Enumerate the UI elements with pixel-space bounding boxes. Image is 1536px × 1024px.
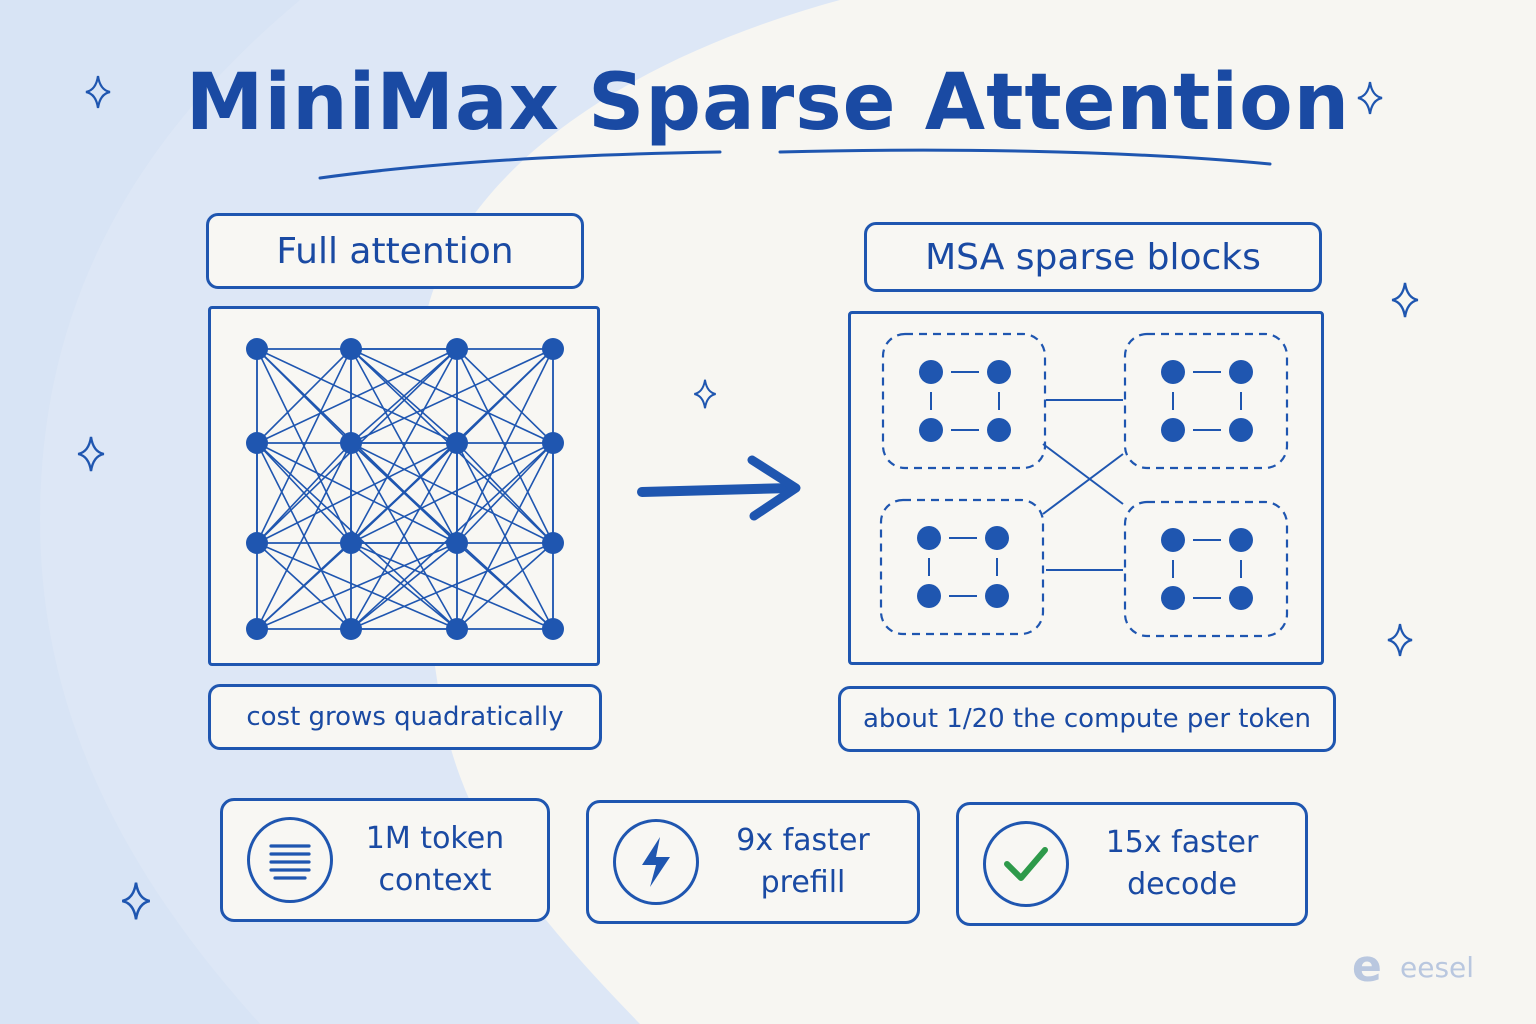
token-node	[542, 432, 564, 454]
token-node	[446, 618, 468, 640]
full-attention-panel	[208, 306, 600, 666]
attention-edge	[256, 542, 458, 630]
attention-edge	[350, 348, 554, 444]
full-attention-graph	[246, 338, 564, 640]
attention-edge	[256, 442, 352, 544]
token-node	[987, 418, 1011, 442]
token-node	[919, 418, 943, 442]
token-node	[340, 618, 362, 640]
arrow-right-icon	[637, 455, 801, 521]
feature-prefill-text: 9x faster prefill	[699, 820, 917, 904]
feature-context-line2: context	[378, 863, 492, 898]
full-attention-caption-text: cost grows quadratically	[246, 702, 564, 732]
msa-sparse-blocks-label-text: MSA sparse blocks	[925, 236, 1261, 278]
token-node	[919, 360, 943, 384]
token-node	[985, 584, 1009, 608]
token-node	[246, 432, 268, 454]
sparkle-icon	[694, 379, 716, 409]
token-node	[542, 618, 564, 640]
token-node	[1161, 528, 1185, 552]
token-node	[917, 584, 941, 608]
attention-edge	[256, 348, 458, 444]
full-attention-caption: cost grows quadratically	[208, 684, 602, 750]
attention-edge	[256, 348, 352, 544]
block-link-diag-b	[1042, 453, 1124, 515]
token-node	[1161, 418, 1185, 442]
msa-sparse-graph	[879, 332, 1289, 638]
feature-prefill-line1: 9x faster	[736, 823, 870, 858]
msa-sparse-caption: about 1/20 the compute per token	[838, 686, 1336, 752]
sparse-block	[1123, 500, 1289, 638]
token-node	[246, 338, 268, 360]
token-node	[446, 532, 468, 554]
full-attention-label-text: Full attention	[276, 230, 514, 272]
sparse-block	[879, 498, 1045, 636]
token-node	[985, 526, 1009, 550]
token-node	[1229, 418, 1253, 442]
token-node	[1229, 360, 1253, 384]
feature-card-prefill: 9x faster prefill	[586, 800, 920, 924]
token-node	[340, 432, 362, 454]
attention-edge	[350, 542, 458, 630]
attention-edge	[350, 348, 458, 444]
brand-name: eesel	[1400, 950, 1475, 984]
attention-edge	[256, 442, 352, 630]
token-node	[340, 532, 362, 554]
attention-edge	[456, 542, 554, 630]
attention-edge	[350, 348, 458, 544]
sparse-block	[881, 332, 1047, 470]
full-attention-label: Full attention	[206, 213, 584, 289]
lightning-icon	[613, 819, 699, 905]
feature-decode-text: 15x faster decode	[1069, 822, 1305, 906]
attention-edge	[350, 542, 554, 630]
brand-mark: e	[1352, 941, 1382, 992]
text-lines-icon	[247, 817, 333, 903]
sparkle-icon	[77, 436, 105, 472]
msa-sparse-panel	[848, 311, 1324, 665]
block-link-diag-a	[1042, 443, 1124, 505]
checkmark-icon	[983, 821, 1069, 907]
token-node	[1161, 586, 1185, 610]
sparse-block	[1123, 332, 1289, 470]
attention-edge	[256, 542, 352, 630]
token-node	[917, 526, 941, 550]
feature-decode-line2: decode	[1127, 867, 1237, 902]
token-node	[446, 338, 468, 360]
attention-edge	[350, 442, 554, 544]
attention-edge	[350, 442, 458, 630]
feature-prefill-line2: prefill	[760, 865, 846, 900]
feature-context-text: 1M token context	[333, 818, 547, 902]
sparkle-icon	[85, 75, 111, 109]
feature-context-line1: 1M token	[365, 821, 505, 856]
sparkle-icon	[121, 882, 151, 920]
page-title: MiniMax Sparse Attention	[185, 58, 1351, 148]
msa-sparse-caption-text: about 1/20 the compute per token	[863, 704, 1311, 734]
title-underline	[318, 148, 1272, 180]
token-node	[340, 338, 362, 360]
attention-edge	[456, 348, 554, 544]
token-node	[987, 360, 1011, 384]
sparkle-icon	[1357, 81, 1383, 115]
token-node	[1229, 528, 1253, 552]
token-node	[542, 338, 564, 360]
token-node	[246, 532, 268, 554]
feature-card-context: 1M token context	[220, 798, 550, 922]
sparkle-icon	[1387, 623, 1413, 657]
token-node	[542, 532, 564, 554]
feature-decode-line1: 15x faster	[1105, 825, 1259, 860]
attention-edge	[256, 442, 458, 544]
token-node	[1161, 360, 1185, 384]
attention-edge	[456, 442, 554, 544]
token-node	[446, 432, 468, 454]
brand-logo: e eesel	[1352, 945, 1474, 989]
attention-edge	[256, 348, 352, 444]
attention-edge	[456, 442, 554, 630]
msa-sparse-blocks-label: MSA sparse blocks	[864, 222, 1322, 292]
feature-card-decode: 15x faster decode	[956, 802, 1308, 926]
token-node	[1229, 586, 1253, 610]
sparkle-icon	[1391, 282, 1419, 318]
token-node	[246, 618, 268, 640]
